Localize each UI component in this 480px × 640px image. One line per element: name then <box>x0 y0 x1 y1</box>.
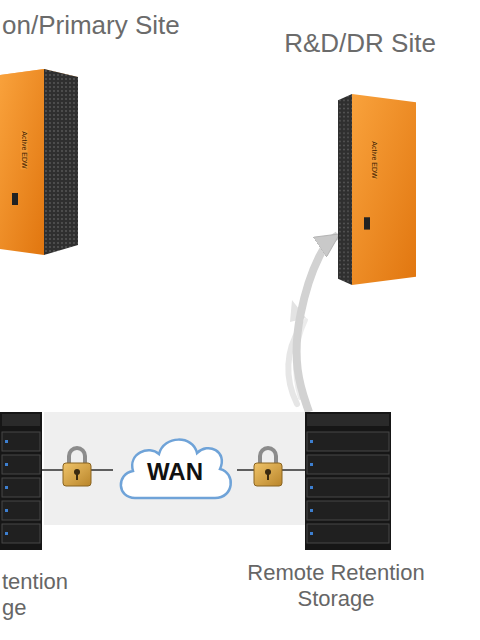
shape-drawing <box>338 90 418 285</box>
node-title: tention ge <box>2 569 90 622</box>
node-title: on/Primary Site <box>2 10 227 41</box>
node-title: R&D/DR Site <box>245 28 475 59</box>
rack-light <box>5 440 8 443</box>
shape-drawing <box>0 65 80 255</box>
node-shape <box>0 412 42 550</box>
rack-shelf <box>307 455 389 474</box>
rack-shelf <box>2 455 40 474</box>
replication-arrow <box>297 235 338 412</box>
server-tower: R&D/DR Site <box>245 28 475 286</box>
padlock-icon <box>63 448 91 486</box>
tower-front <box>352 94 416 285</box>
rack-shelf <box>2 501 40 520</box>
padlock-icon <box>254 448 282 486</box>
rack-light <box>5 532 8 535</box>
node-shape <box>305 412 391 550</box>
rack-light <box>310 532 313 535</box>
tower-grille <box>44 69 78 255</box>
rack-body <box>0 412 42 550</box>
node-shape <box>338 90 418 285</box>
network-band <box>44 412 306 525</box>
rack-light <box>5 509 8 512</box>
tower-grille <box>338 94 352 285</box>
rack-shelf <box>2 478 40 497</box>
shape-drawing <box>0 412 42 550</box>
rack-body <box>305 412 391 550</box>
rack-light <box>310 486 313 489</box>
rack-light <box>310 463 313 466</box>
rack-shelf <box>307 501 389 520</box>
rack-shelf <box>307 478 389 497</box>
rack-light <box>5 486 8 489</box>
rack-top <box>2 414 40 426</box>
tower-front <box>0 69 44 255</box>
server-tower: on/Primary Site <box>0 10 230 260</box>
rack-shelf <box>307 432 389 451</box>
rack-shelf <box>2 524 40 543</box>
node-shape <box>0 65 80 255</box>
node-title: Remote Retention Storage <box>226 560 446 613</box>
tower-slot <box>12 193 18 205</box>
rack-light <box>310 440 313 443</box>
cloud-label: WAN <box>113 458 237 487</box>
rack-shelf <box>2 432 40 451</box>
rack-shelf <box>307 524 389 543</box>
storage-rack: tention ge <box>0 412 95 624</box>
shape-drawing <box>305 412 391 550</box>
rack-top <box>307 414 389 426</box>
tower-slot <box>364 217 370 229</box>
storage-rack: Remote Retention Storage <box>226 412 446 617</box>
rack-light <box>310 509 313 512</box>
rack-light <box>5 463 8 466</box>
wan-cloud: WAN <box>113 426 237 514</box>
